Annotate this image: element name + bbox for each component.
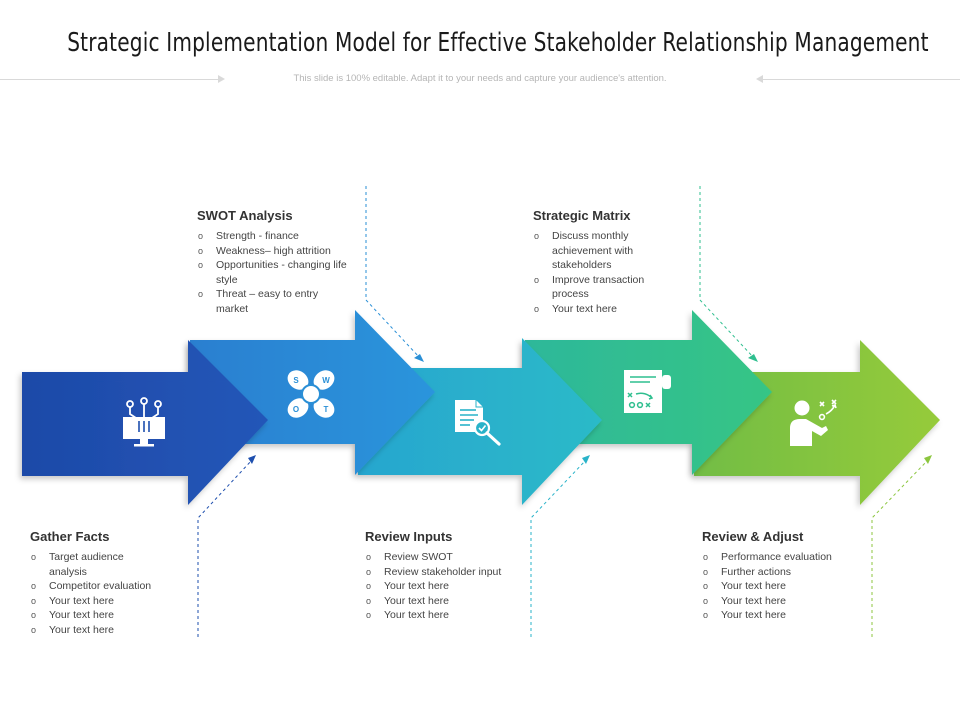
subtitle-left-arrowhead — [218, 75, 225, 83]
list-item: Discuss monthly achievement with stakeho… — [533, 229, 668, 273]
stage-block-gather-facts: Gather Facts Target audience analysis Co… — [30, 529, 190, 637]
list-item: Threat – easy to entry market — [197, 287, 347, 316]
list-item: Opportunities - changing life style — [197, 258, 347, 287]
list-item: Your text here — [30, 608, 190, 623]
slide-title: Strategic Implementation Model for Effec… — [67, 28, 929, 58]
list-item: Your text here — [365, 594, 530, 609]
connector-gather-facts — [197, 459, 253, 637]
connector-strategic-matrix — [699, 186, 755, 359]
stage-block-review-adjust: Review & Adjust Performance evaluation F… — [702, 529, 867, 623]
stage-heading-strategic-matrix: Strategic Matrix — [533, 208, 631, 223]
stage-heading-review-inputs: Review Inputs — [365, 529, 453, 544]
slide-subtitle: This slide is 100% editable. Adapt it to… — [293, 73, 667, 84]
list-item: Improve transaction process — [533, 273, 668, 302]
stage-block-review-inputs: Review Inputs Review SWOT Review stakeho… — [365, 529, 530, 623]
list-item: Your text here — [702, 594, 867, 609]
list-item: Your text here — [365, 608, 530, 623]
list-item: Further actions — [702, 565, 867, 580]
stage-block-swot-analysis: SWOT Analysis Strength - finance Weaknes… — [197, 208, 347, 316]
list-item: Weakness– high attrition — [197, 244, 347, 259]
stage-heading-swot-analysis: SWOT Analysis — [197, 208, 293, 223]
list-item: Your text here — [30, 594, 190, 609]
list-item: Review stakeholder input — [365, 565, 530, 580]
document-search-icon — [455, 400, 501, 446]
strategy-plan-icon — [624, 370, 671, 413]
presenter-strategy-icon — [790, 399, 837, 446]
stage-block-strategic-matrix: Strategic Matrix Discuss monthly achieve… — [533, 208, 668, 316]
list-item: Your text here — [30, 623, 190, 638]
strategic-matrix-items-list: Discuss monthly achievement with stakeho… — [533, 229, 668, 316]
connector-head-3 — [582, 455, 590, 464]
list-item: Your text here — [533, 302, 668, 317]
review-inputs-items-list: Review SWOT Review stakeholder input You… — [365, 550, 530, 623]
connector-head-4 — [748, 354, 758, 362]
connector-head-1 — [248, 455, 256, 464]
stage-heading-gather-facts: Gather Facts — [30, 529, 110, 544]
subtitle-row: This slide is 100% editable. Adapt it to… — [0, 72, 960, 88]
list-item: Your text here — [702, 579, 867, 594]
stage-heading-review-adjust: Review & Adjust — [702, 529, 804, 544]
list-item: Competitor evaluation — [30, 579, 190, 594]
list-item: Strength - finance — [197, 229, 347, 244]
swot-items-list: Strength - finance Weakness– high attrit… — [197, 229, 347, 316]
subtitle-right-arrowhead — [756, 75, 763, 83]
swot-letter-w: W — [322, 376, 330, 385]
list-item: Your text here — [702, 608, 867, 623]
connector-head-5 — [924, 455, 932, 464]
list-item: Your text here — [365, 579, 530, 594]
connector-swot — [365, 186, 421, 359]
review-adjust-items-list: Performance evaluation Further actions Y… — [702, 550, 867, 623]
list-item: Performance evaluation — [702, 550, 867, 565]
swot-letter-t: T — [324, 405, 329, 414]
swot-flower-icon: S W O T — [287, 370, 335, 418]
swot-letter-o: O — [293, 405, 299, 414]
swot-letter-s: S — [293, 376, 299, 385]
connector-review-adjust — [871, 459, 929, 637]
gather-facts-items-list: Target audience analysis Competitor eval… — [30, 550, 190, 637]
connector-head-2 — [414, 354, 424, 362]
list-item: Review SWOT — [365, 550, 530, 565]
subtitle-right-line — [763, 79, 960, 80]
subtitle-left-line — [0, 79, 218, 80]
list-item: Target audience analysis — [30, 550, 149, 579]
